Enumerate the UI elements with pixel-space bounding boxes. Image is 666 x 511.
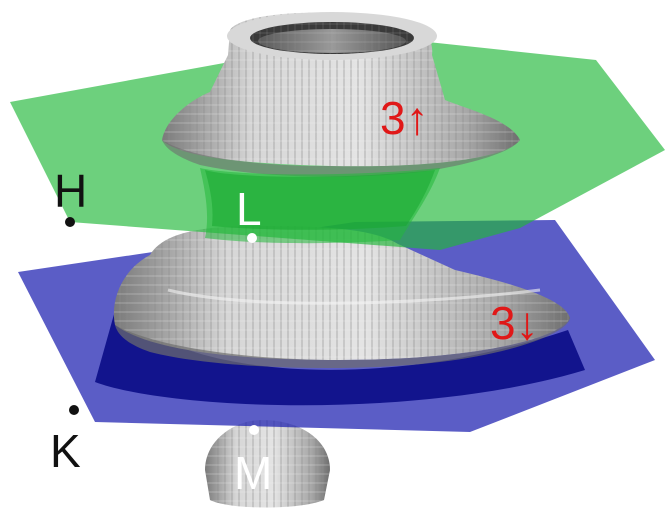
label-l: L xyxy=(236,186,262,232)
label-k: K xyxy=(50,428,81,474)
label-3-down: 3↓ xyxy=(490,300,539,346)
point-k xyxy=(69,405,79,415)
label-h: H xyxy=(54,168,87,214)
point-m xyxy=(249,425,259,435)
label-m: M xyxy=(234,450,272,496)
label-3-up: 3↑ xyxy=(380,95,429,141)
point-h xyxy=(65,217,75,227)
